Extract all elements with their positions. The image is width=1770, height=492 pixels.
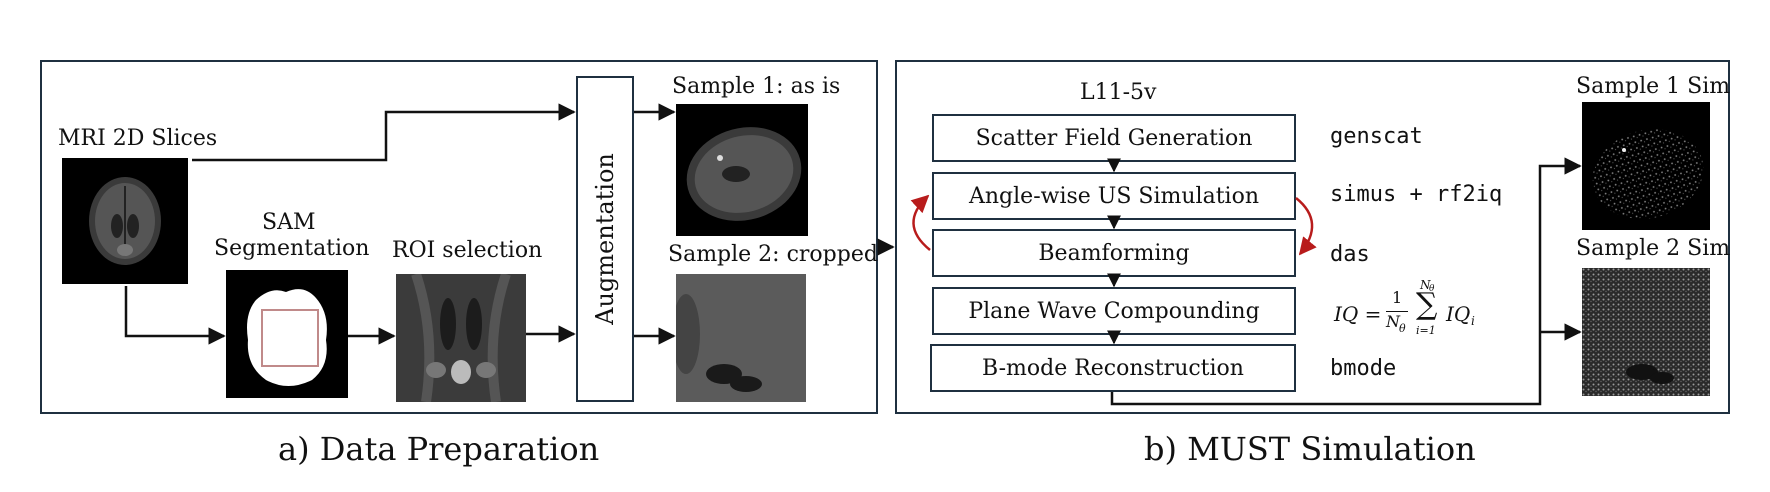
sample2-sim-label: Sample 2 Sim xyxy=(1576,236,1731,261)
arrow-bmode-to-outputs xyxy=(1110,157,1582,406)
formula-term-sub: i xyxy=(1471,314,1475,328)
sam-label-line2: Segmentation xyxy=(214,236,370,261)
step-label: Scatter Field Generation xyxy=(975,125,1253,151)
sample1-sim-image xyxy=(1582,102,1710,230)
command-simus-rf2iq: simus + rf2iq xyxy=(1330,182,1503,207)
fraction-bar xyxy=(1386,311,1408,312)
step-angle-wise-us-simulation: Angle-wise US Simulation xyxy=(932,172,1296,220)
brain-sample-icon xyxy=(686,127,802,221)
data-preparation-panel xyxy=(40,60,878,414)
sam-label-line1: SAM xyxy=(262,210,316,235)
loop-arrow-left xyxy=(910,194,931,251)
formula-sum-top-sub: θ xyxy=(1429,284,1435,294)
formula-denominator: N xyxy=(1386,312,1400,331)
mri-slices-label: MRI 2D Slices xyxy=(58,126,218,151)
sample2-image xyxy=(676,274,806,402)
must-simulation-caption: b) MUST Simulation xyxy=(1144,430,1476,468)
command-das: das xyxy=(1330,242,1370,267)
augmentation-box: Augmentation xyxy=(576,76,634,402)
segmentation-mask-icon xyxy=(247,289,327,386)
formula-sum-bottom: i=1 xyxy=(1416,324,1436,337)
ultrasound-speckle-icon xyxy=(1592,129,1704,219)
formula-sum-top: N xyxy=(1420,278,1431,292)
formula-denominator-sub: θ xyxy=(1399,322,1406,335)
data-preparation-caption: a) Data Preparation xyxy=(278,430,600,468)
must-simulation-panel xyxy=(895,60,1730,414)
command-genscat: genscat xyxy=(1330,124,1423,149)
probe-label: L11-5v xyxy=(1080,80,1157,105)
mri-slice-image xyxy=(62,158,188,284)
ultrasound-cropped-icon xyxy=(1582,268,1710,396)
roi-image xyxy=(396,274,526,402)
step-beamforming: Beamforming xyxy=(932,229,1296,277)
step-label: Plane Wave Compounding xyxy=(968,298,1260,324)
sample2-label: Sample 2: cropped xyxy=(668,242,878,267)
cropped-sample-icon xyxy=(676,274,806,402)
step-label: Beamforming xyxy=(1038,240,1190,266)
step-label: B-mode Reconstruction xyxy=(982,355,1244,381)
command-bmode: bmode xyxy=(1330,356,1397,381)
step-scatter-field-generation: Scatter Field Generation xyxy=(932,114,1296,162)
roi-crop-icon xyxy=(396,274,526,402)
roi-selection-label: ROI selection xyxy=(392,238,543,263)
arrow-mri-to-sam xyxy=(124,286,226,345)
sample2-sim-image xyxy=(1582,268,1710,396)
sample1-sim-label: Sample 1 Sim xyxy=(1576,74,1731,99)
brain-axial-icon xyxy=(89,177,161,265)
sample1-image xyxy=(676,104,808,236)
sam-mask-image xyxy=(226,270,348,398)
sample1-label: Sample 1: as is xyxy=(672,74,841,99)
step-label: Angle-wise US Simulation xyxy=(969,183,1259,209)
compounding-formula: IQ = 1 N θ N θ ∑ i=1 IQ i xyxy=(1334,278,1504,346)
formula-lhs: IQ = xyxy=(1334,302,1382,326)
loop-arrow-right xyxy=(1295,197,1317,256)
formula-sum-symbol: ∑ xyxy=(1416,287,1438,322)
step-b-mode-reconstruction: B-mode Reconstruction xyxy=(930,344,1296,392)
arrow-mri-to-augmentation xyxy=(192,103,576,162)
formula-numerator: 1 xyxy=(1392,288,1403,307)
formula-term: IQ xyxy=(1446,302,1471,326)
